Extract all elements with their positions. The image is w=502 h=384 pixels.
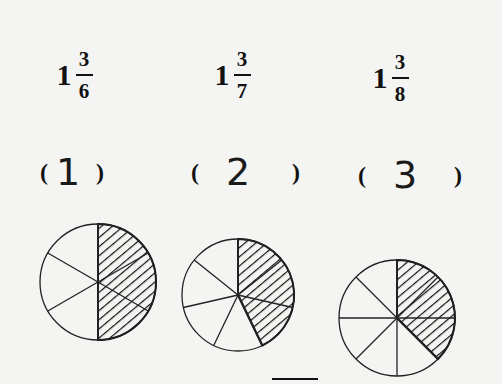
- answer-bracket: (: [40, 160, 48, 184]
- whole-number: 1: [57, 60, 72, 90]
- denominator: 6: [79, 81, 90, 102]
- circle-sixths: [40, 224, 156, 340]
- denominator: 8: [395, 84, 406, 105]
- handwritten-answer: 2: [226, 153, 250, 191]
- whole-number: 1: [215, 60, 230, 90]
- answer-bracket: ): [292, 160, 300, 184]
- answer-bracket: (: [191, 160, 199, 184]
- answer-bracket: ): [454, 163, 462, 187]
- circle-eighths: [339, 260, 455, 376]
- fraction-bar: [76, 75, 409, 78]
- page-mark: [272, 378, 318, 380]
- circle-sevenths: [182, 239, 294, 351]
- handwritten-answer: 1: [56, 153, 80, 191]
- whole-number: 1: [373, 63, 388, 93]
- denominator: 7: [237, 81, 248, 102]
- numerator: 3: [237, 49, 248, 70]
- answer-bracket: ): [96, 160, 104, 184]
- answer-bracket: (: [358, 163, 366, 187]
- handwritten-answer: 3: [393, 156, 417, 194]
- numerator: 3: [79, 49, 90, 70]
- numerator: 3: [395, 52, 406, 73]
